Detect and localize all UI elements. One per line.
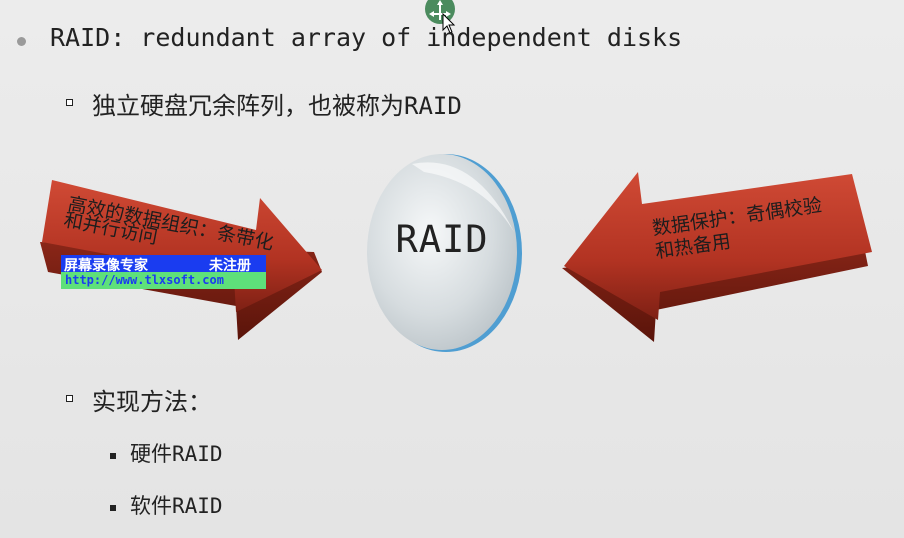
subtitle-text: 独立硬盘冗余阵列，也被称为RAID [92, 86, 462, 121]
method-item-hardware: 硬件RAID [130, 438, 223, 468]
method-item-software: 软件RAID [130, 490, 223, 520]
slide-title: RAID: redundant array of independent dis… [50, 23, 682, 52]
recorder-watermark: 屏幕录像专家 未注册 http://www.tlxsoft.com [61, 255, 266, 289]
watermark-url: http://www.tlxsoft.com [65, 273, 224, 287]
subtitle-bullet-icon [66, 99, 73, 106]
methods-bullet-icon [66, 395, 73, 402]
methods-heading: 实现方法： [92, 382, 212, 417]
title-bullet-icon [17, 37, 26, 46]
method-bullet-icon [110, 453, 116, 459]
method-bullet-icon [110, 505, 116, 511]
raid-center-label: RAID [364, 218, 520, 261]
watermark-url-bar: http://www.tlxsoft.com [61, 272, 266, 289]
right-arrow-shape [562, 170, 874, 348]
